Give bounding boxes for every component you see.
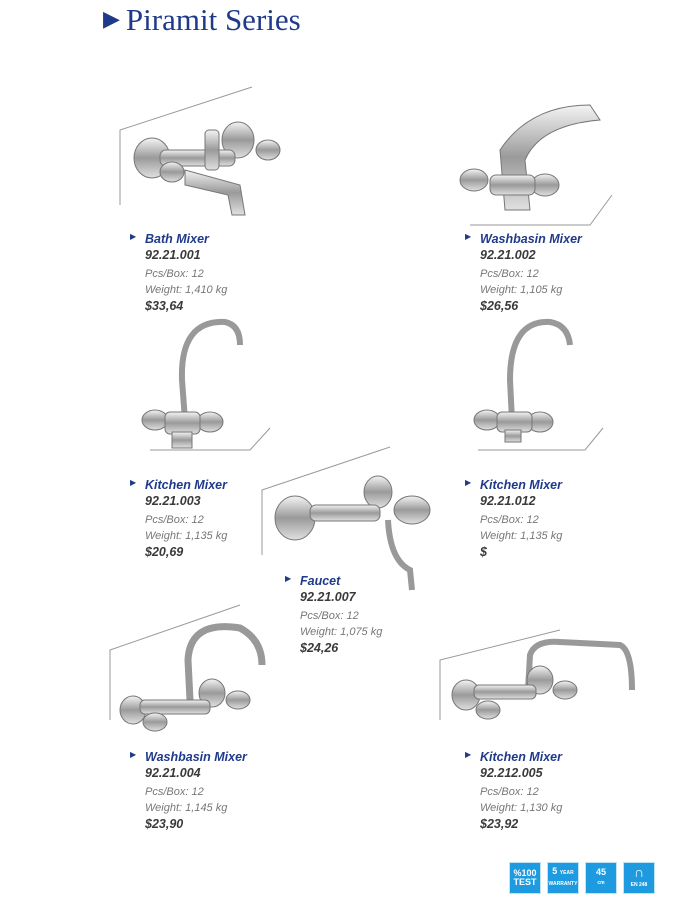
corner-line (150, 427, 271, 451)
product-kitchen-mixer[interactable]: ▶ Kitchen Mixer 92.21.003 Pcs/Box: 12 We… (130, 478, 228, 559)
triangle-bullet-icon: ▶ (465, 478, 472, 487)
washbasin-mixer-image (459, 104, 601, 211)
product-kitchen-mixer[interactable]: ▶ Kitchen Mixer 92.21.012 Pcs/Box: 12 We… (465, 478, 563, 559)
bath-mixer-image (133, 121, 281, 216)
corner-line (119, 86, 253, 205)
product-faucet[interactable]: ▶ Faucet 92.21.007 Pcs/Box: 12 Weight: 1… (285, 574, 383, 655)
corner-line (478, 427, 604, 451)
triangle-bullet-icon: ▶ (465, 232, 472, 241)
kitchen-mixer-image (178, 318, 243, 421)
corner-line (470, 194, 613, 226)
triangle-bullet-icon: ▶ (130, 232, 137, 241)
triangle-bullet-icon: ▶ (465, 750, 472, 759)
product-bath-mixer[interactable]: ▶ Bath Mixer 92.21.001 Pcs/Box: 12 Weigh… (130, 232, 228, 313)
corner-line (109, 604, 241, 720)
product-washbasin-mixer[interactable]: ▶ Washbasin Mixer 92.21.002 Pcs/Box: 12 … (465, 232, 582, 313)
kitchen-mixer-image (506, 318, 573, 421)
page-title: ▶Piramit Series (103, 2, 301, 37)
standard-badge: ∩EN 248 (623, 862, 655, 894)
triangle-bullet-icon: ▶ (130, 478, 137, 487)
corner-line (261, 446, 391, 555)
product-images (109, 86, 635, 732)
corner-line (439, 629, 561, 720)
triangle-bullet-icon: ▶ (103, 6, 120, 31)
triangle-bullet-icon: ▶ (130, 750, 137, 759)
triangle-bullet-icon: ▶ (285, 574, 292, 583)
spout-icon: ∩ (633, 864, 645, 880)
product-washbasin-mixer[interactable]: ▶ Washbasin Mixer 92.21.004 Pcs/Box: 12 … (130, 750, 247, 831)
kitchen-mixer-image (525, 638, 635, 691)
washbasin-mixer-image (184, 623, 266, 701)
faucet-image (274, 475, 431, 541)
product-kitchen-mixer[interactable]: ▶ Kitchen Mixer 92.212.005 Pcs/Box: 12 W… (465, 750, 563, 831)
